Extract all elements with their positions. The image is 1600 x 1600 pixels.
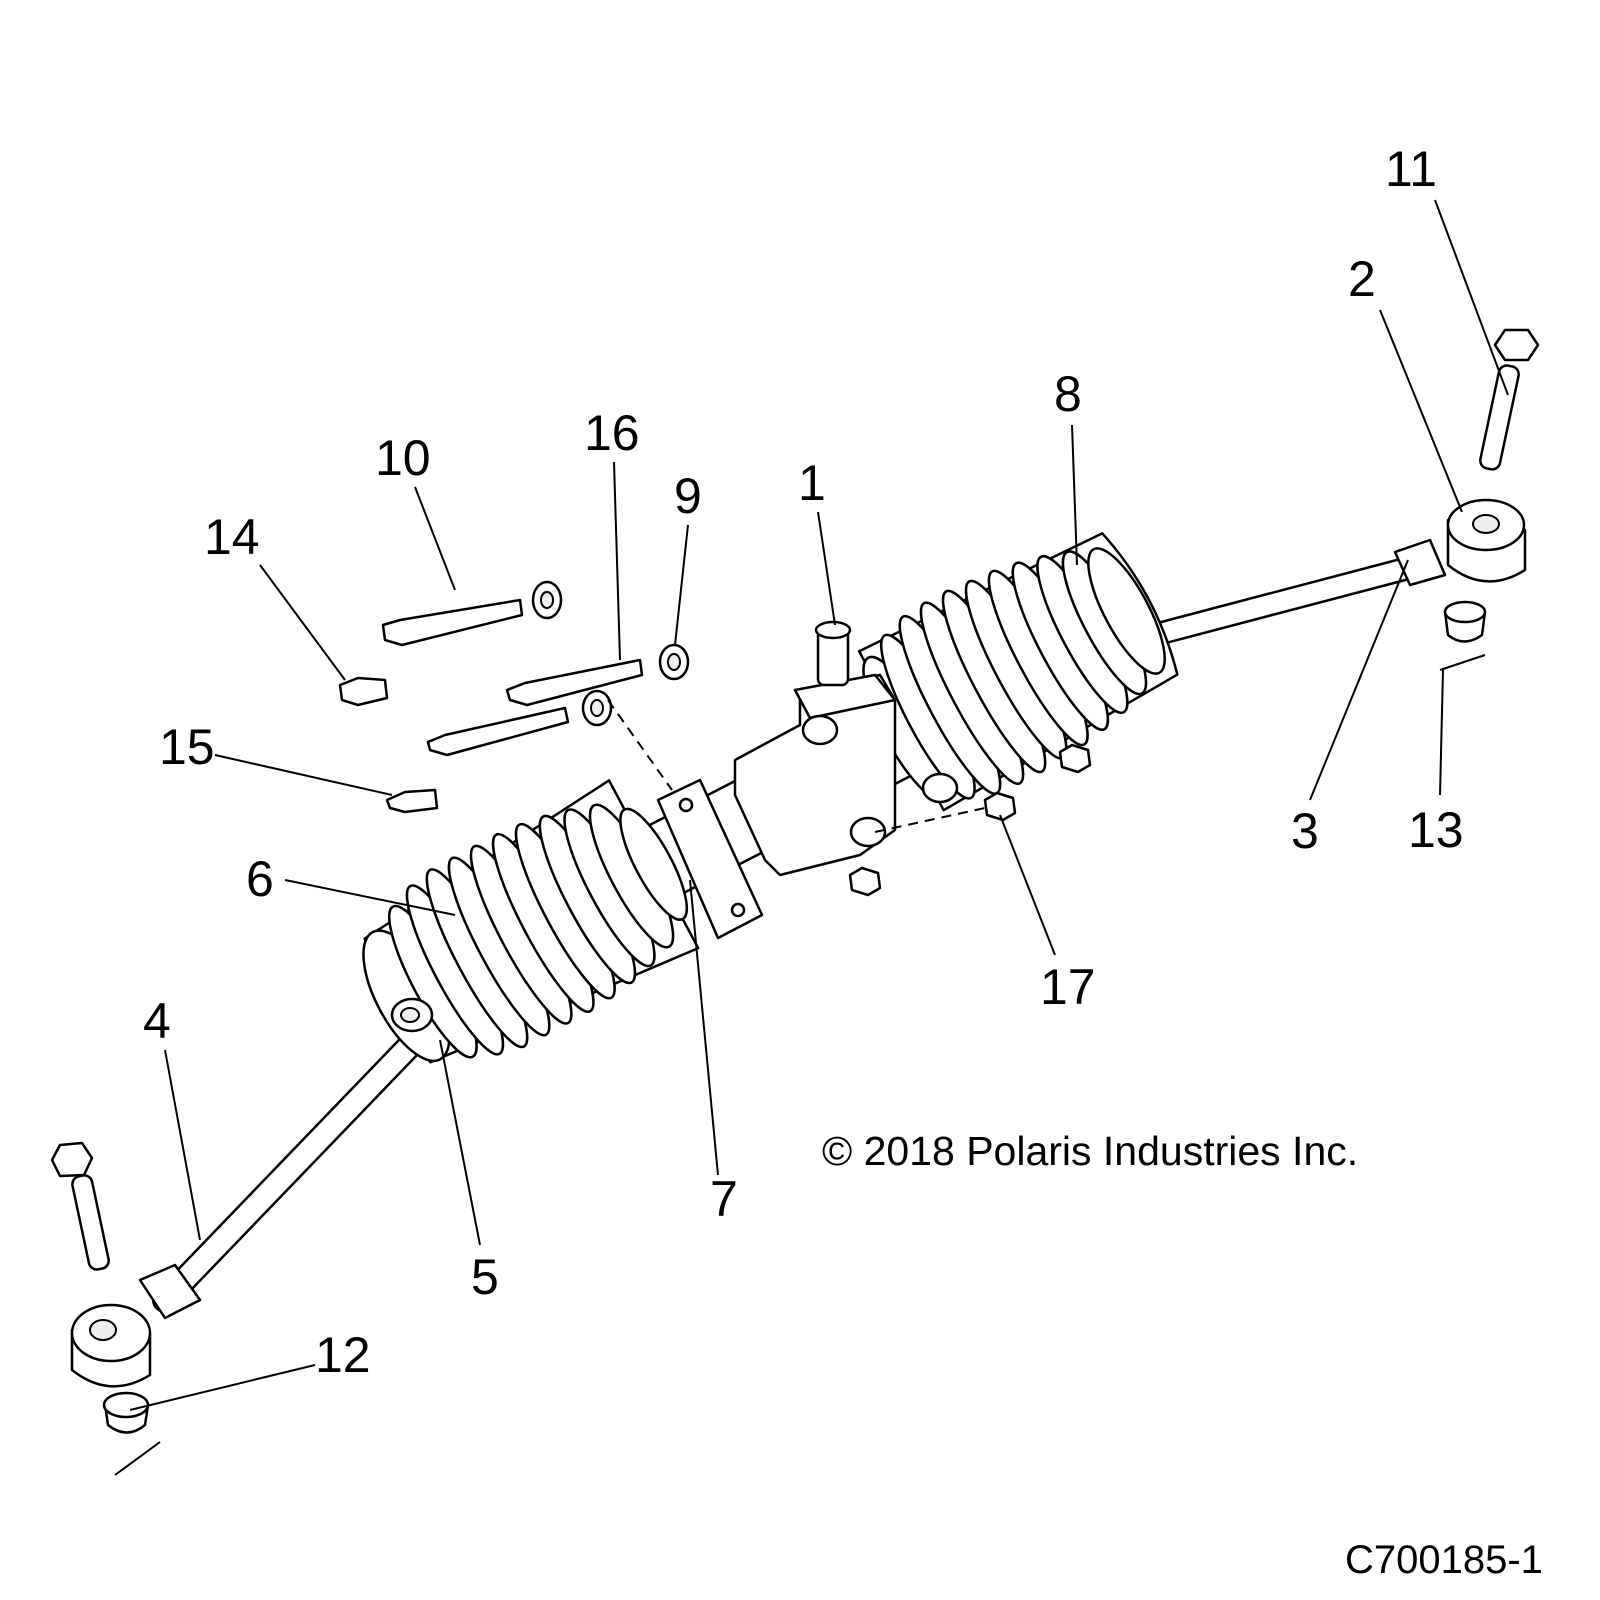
callout-1: 1 bbox=[798, 455, 826, 511]
right-bolt bbox=[1479, 328, 1540, 471]
left-boot-end-hole bbox=[400, 1007, 420, 1023]
callout-4: 4 bbox=[143, 993, 171, 1049]
callout-3: 3 bbox=[1291, 803, 1319, 859]
right-nut-13 bbox=[1439, 600, 1487, 671]
mounting-bracket bbox=[656, 778, 764, 940]
callout-17: 17 bbox=[1040, 959, 1096, 1015]
rack-housing bbox=[733, 620, 959, 877]
left-nut-12 bbox=[102, 1391, 161, 1476]
assembly-dash-line bbox=[874, 807, 986, 833]
left-tie-rod bbox=[138, 1022, 433, 1320]
figure-id: C700185-1 bbox=[1345, 1538, 1543, 1582]
callout-12: 12 bbox=[315, 1327, 371, 1383]
bolt-10 bbox=[381, 580, 563, 647]
right-tie-rod bbox=[1123, 538, 1447, 652]
callout-6: 6 bbox=[246, 851, 274, 907]
bolt-14 bbox=[338, 676, 389, 707]
leader-lines bbox=[129, 199, 1509, 1411]
bolt-16 bbox=[505, 643, 690, 707]
callout-8: 8 bbox=[1054, 366, 1082, 422]
right-boot bbox=[857, 532, 1179, 812]
nuts-17 bbox=[848, 743, 1092, 897]
copyright-notice: © 2018 Polaris Industries Inc. bbox=[822, 1128, 1359, 1174]
left-bolt bbox=[50, 1141, 110, 1271]
callout-14: 14 bbox=[204, 509, 260, 565]
bolt-15 bbox=[385, 788, 439, 814]
assembly-dash-line bbox=[607, 699, 673, 791]
callout-7: 7 bbox=[710, 1171, 738, 1227]
callout-13: 13 bbox=[1408, 802, 1464, 858]
callout-15: 15 bbox=[159, 719, 215, 775]
callout-10: 10 bbox=[375, 430, 431, 486]
right-tie-rod-end bbox=[1446, 498, 1527, 583]
callout-16: 16 bbox=[584, 405, 640, 461]
bolt-lower bbox=[426, 689, 613, 757]
callout-11: 11 bbox=[1385, 141, 1437, 197]
callout-9: 9 bbox=[674, 468, 702, 524]
left-tie-rod-end bbox=[70, 1303, 152, 1388]
callout-2: 2 bbox=[1348, 251, 1376, 307]
callout-5: 5 bbox=[471, 1249, 499, 1305]
